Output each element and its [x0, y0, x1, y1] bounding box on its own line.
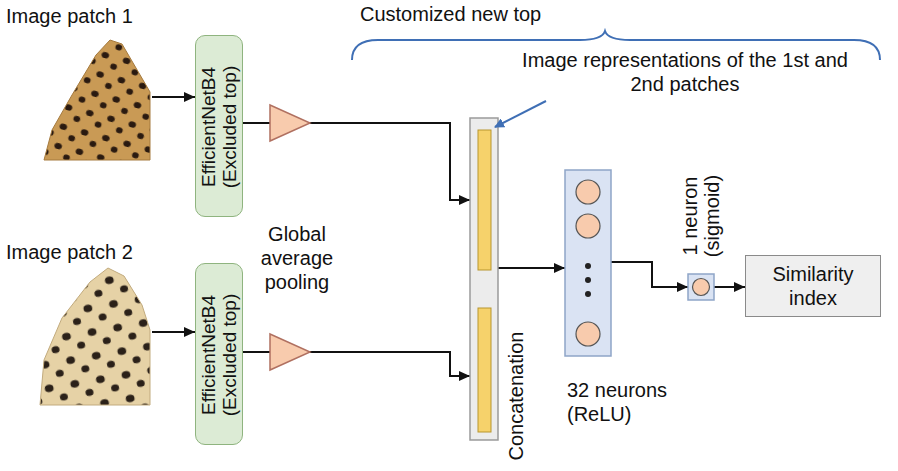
layer-label: Global average pooling	[250, 222, 344, 294]
leader-arrow	[495, 101, 546, 127]
ellipsis-dot	[585, 277, 591, 283]
neuron	[576, 322, 600, 346]
flow-arrow	[152, 331, 195, 333]
backbone-box: EfficientNetB4 (Excluded top)	[195, 35, 243, 217]
flow-arrow	[152, 96, 195, 98]
backbone-label: EfficientNetB4 (Excluded top)	[199, 270, 241, 440]
pooling-triangle	[270, 105, 310, 141]
concat-label: Concatenation	[505, 321, 527, 471]
patch-title: Image patch 1	[6, 4, 186, 28]
output-box: Similarity index	[745, 255, 881, 317]
neuron	[576, 214, 600, 238]
feature-vector	[478, 130, 491, 270]
concat-bar	[470, 118, 498, 440]
flow-arrow	[498, 267, 565, 269]
neuron	[576, 180, 600, 204]
concat-box: Concatenation	[470, 118, 498, 440]
skin-patch	[44, 40, 150, 160]
dense-layer	[565, 170, 611, 356]
output-label: Similarity index	[754, 262, 872, 310]
backbone-box: EfficientNetB4 (Excluded top)	[195, 263, 243, 445]
pooling-triangle	[270, 334, 310, 370]
image-patch: Image patch 2	[38, 266, 152, 407]
backbone-label: EfficientNetB4 (Excluded top)	[199, 42, 241, 212]
skin-patch	[40, 268, 150, 405]
group-title: Customized new top	[360, 2, 680, 26]
ellipsis-dot	[585, 291, 591, 297]
patch-title: Image patch 2	[6, 240, 186, 264]
neuron	[693, 279, 710, 296]
callout-text: Image representations of the 1st and 2nd…	[522, 48, 848, 96]
output-layer	[688, 274, 714, 300]
ellipsis-dot	[585, 263, 591, 269]
dense-box: 32 neurons (ReLU)	[565, 170, 611, 356]
feature-vector	[478, 308, 491, 432]
layer-caption: 32 neurons (ReLU)	[567, 378, 697, 426]
flow-arrow	[714, 286, 745, 288]
output-box: 1 neuron (sigmoid)	[688, 274, 714, 300]
image-patch: Image patch 1	[40, 38, 152, 162]
layer-caption: 1 neuron (sigmoid)	[679, 161, 723, 271]
flow-arrow	[611, 262, 688, 287]
